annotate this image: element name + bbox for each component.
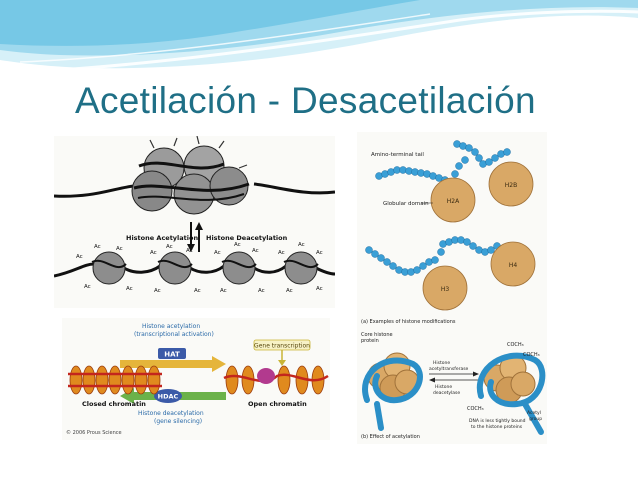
histone-acetylation-label: Histone Acetylation (126, 234, 198, 242)
h3-label: H3 (441, 286, 450, 293)
h4-histone (490, 241, 536, 287)
svg-text:Ac: Ac (150, 250, 157, 256)
histone-modification-figure: Amino-terminal tail H2A H2B Globular dom… (357, 132, 547, 444)
open-chromatin-fibers (223, 365, 329, 395)
transcription-factor-blob (257, 368, 275, 384)
hat-label: HAT (164, 351, 180, 359)
acetyl-group-formula-right: COCH₃ (523, 352, 540, 358)
acetyl-group-label-2: group (529, 416, 542, 422)
h2b-histone (488, 161, 534, 207)
svg-text:Ac: Ac (286, 288, 293, 294)
svg-text:Ac: Ac (194, 288, 201, 294)
svg-text:Ac: Ac (298, 242, 305, 248)
svg-text:Ac: Ac (278, 250, 285, 256)
svg-text:Ac: Ac (166, 244, 173, 250)
hdac-label: HDAC (158, 393, 179, 401)
closed-chromatin-fibers (68, 365, 162, 395)
hat-arrow (120, 356, 226, 372)
svg-text:Ac: Ac (116, 246, 123, 252)
nucleosome-acetylation-figure: Histone Acetylation Histone Deacetylatio… (53, 135, 336, 308)
dna-loose-label-2: to the histone proteins (471, 424, 523, 430)
svg-text:Ac: Ac (126, 286, 133, 292)
open-chromatin-label: Open chromatin (248, 400, 307, 408)
nucleosome-tight (362, 352, 423, 431)
hat-badge (158, 348, 186, 359)
acetyl-group-formula-bottom: COCH₃ (467, 406, 484, 412)
svg-text:Ac: Ac (154, 288, 161, 294)
transcriptional-activation-label: (transcriptional activation) (134, 331, 214, 338)
copyright-notice: © 2006 Prous Science (66, 429, 122, 436)
protein-label: protein (361, 338, 379, 344)
hdac-enzyme-label-2: deacetylase (433, 390, 460, 396)
open-nucleosome-row (53, 251, 336, 285)
histone-tails-bottom (365, 236, 501, 276)
header-wave-decoration (0, 0, 638, 72)
globular-domain-label: Globular domain (383, 201, 429, 207)
h2a-label: H2A (447, 198, 460, 205)
amino-terminal-tail-label: Amino-terminal tail (371, 152, 424, 158)
hat-enzyme-label-1: Histone (433, 360, 450, 366)
svg-text:Ac: Ac (220, 288, 227, 294)
acetyl-group-label-1: Acetyl (527, 410, 541, 416)
acetyl-group-formula-top: COCH₃ (507, 342, 524, 348)
caption-a: (a) Examples of histone modifications (361, 319, 456, 325)
histone-deacetylation-label: Histone Deacetylation (206, 234, 288, 242)
svg-text:Ac: Ac (94, 244, 101, 250)
svg-text:Ac: Ac (186, 248, 193, 254)
nucleosome-loose (476, 352, 546, 435)
chromatin-remodeling-figure: Histone acetylation (transcriptional act… (62, 318, 330, 440)
hat-enzyme-label-2: acetyltransferase (429, 366, 469, 372)
histone-deacetylation-heading: Histone deacetylation (138, 410, 204, 417)
h2a-histone (430, 177, 476, 223)
acetyl-marks: Ac Ac Ac Ac Ac Ac Ac Ac Ac Ac Ac Ac Ac A… (76, 242, 323, 294)
h2b-label: H2B (505, 182, 517, 189)
core-histone-label: Core histone (361, 332, 393, 338)
compact-nucleosome-cluster (53, 135, 336, 215)
gene-transcription-label: Gene transcription (254, 343, 310, 350)
svg-text:Ac: Ac (252, 248, 259, 254)
caption-b: (b) Effect of acetylation (361, 434, 420, 440)
svg-text:Ac: Ac (84, 284, 91, 290)
hdac-badge (154, 389, 182, 403)
slide-title: Acetilación - Desacetilación (75, 80, 536, 121)
svg-text:Ac: Ac (76, 254, 83, 260)
equilibrium-arrows (187, 222, 203, 252)
dna-loose-label-1: DNA is less tightly bound (469, 418, 526, 424)
h4-label: H4 (509, 262, 518, 269)
svg-text:Ac: Ac (316, 286, 323, 292)
svg-text:Ac: Ac (234, 242, 241, 248)
svg-text:Ac: Ac (316, 250, 323, 256)
closed-chromatin-label: Closed chromatin (82, 400, 146, 408)
hdac-enzyme-label-1: Histone (435, 384, 452, 390)
histone-acetylation-heading: Histone acetylation (142, 323, 200, 330)
svg-text:Ac: Ac (214, 250, 221, 256)
gene-silencing-label: (gene silencing) (154, 418, 202, 425)
h3-histone (422, 265, 468, 311)
svg-text:Ac: Ac (258, 288, 265, 294)
